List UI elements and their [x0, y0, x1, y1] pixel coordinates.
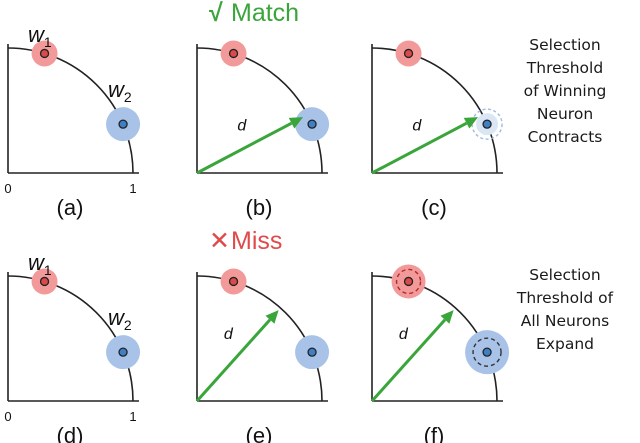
panel-caption: (f) — [424, 423, 445, 443]
w1-neuron-dot — [403, 276, 414, 287]
axis-one-label: 1 — [129, 409, 136, 424]
panel-d: w1 w2 0 1 (d) — [4, 250, 141, 443]
panel-caption: (c) — [421, 195, 447, 220]
input-vector-arrow — [196, 121, 293, 175]
panel-caption: (a) — [57, 195, 84, 220]
input-vector-arrowhead — [440, 310, 454, 324]
panel-a: w1 w2 0 1 (a) — [4, 22, 141, 220]
w2-neuron-dot — [307, 347, 317, 357]
side-label-bottom: Selection Threshold of All Neurons Expan… — [506, 264, 624, 356]
w1-previous-threshold — [395, 268, 422, 295]
side-label-top-line: Threshold — [526, 59, 604, 77]
side-label-bottom-line: Expand — [536, 335, 594, 353]
panel-caption: (e) — [246, 423, 273, 443]
side-label-bottom-line: Threshold of — [516, 289, 614, 307]
w1-neuron-dot — [403, 48, 414, 59]
w1-label: w1 — [28, 250, 52, 278]
distance-label: d — [399, 326, 409, 343]
input-vector-arrow — [370, 318, 447, 403]
w1-label: w1 — [28, 22, 52, 50]
side-label-bottom-line: Selection — [529, 266, 601, 284]
result-label: Miss — [231, 227, 282, 255]
w2-neuron-dot — [118, 119, 128, 129]
cross-icon: ✕ — [209, 227, 230, 255]
side-label-top-line: of Winning — [523, 82, 607, 100]
unit-arc — [371, 47, 498, 174]
side-label-bottom-line: All Neurons — [520, 312, 610, 330]
w2-subscript: 2 — [124, 317, 132, 333]
side-label-top-line: Selection — [529, 36, 601, 54]
panel-c: d (c) — [371, 40, 503, 220]
result-label: Match — [231, 0, 299, 27]
w1-subscript: 1 — [44, 34, 52, 50]
side-label-top: Selection Threshold of Winning Neuron Co… — [506, 34, 624, 149]
w1-neuron-dot — [39, 276, 50, 287]
panel-caption: (b) — [246, 195, 273, 220]
distance-label: d — [237, 117, 247, 134]
w2-subscript: 2 — [124, 89, 132, 105]
axis-one-label: 1 — [129, 181, 136, 196]
w2-label: w2 — [108, 305, 132, 333]
side-label-top-line: Contracts — [527, 128, 603, 146]
axis-zero-label: 0 — [4, 181, 11, 196]
input-vector-arrow — [195, 318, 272, 403]
w2-neuron-dot — [307, 119, 317, 129]
w2-neuron-dot — [118, 347, 128, 357]
w2-label: w2 — [108, 77, 132, 105]
input-vector-arrowhead — [265, 310, 279, 324]
w2-previous-threshold — [472, 337, 502, 367]
w1-subscript: 1 — [44, 262, 52, 278]
w1-neuron-dot — [228, 48, 239, 59]
panel-b: d √ Match (b) — [196, 0, 330, 220]
axis-zero-label: 0 — [4, 409, 11, 424]
w1-neuron-dot — [39, 48, 50, 59]
input-vector-arrowhead — [463, 117, 479, 129]
side-label-top-line: Neuron — [536, 105, 594, 123]
panel-e: d ✕Miss (e) — [195, 227, 330, 443]
check-icon: √ — [209, 0, 223, 27]
w2-neuron-dot — [482, 347, 492, 357]
distance-label: d — [412, 117, 422, 134]
panel-caption: (d) — [57, 423, 84, 443]
w1-neuron-dot — [228, 276, 239, 287]
w2-neuron-dot — [482, 119, 492, 129]
distance-label: d — [224, 326, 234, 343]
input-vector-arrow — [371, 121, 468, 175]
input-vector-arrowhead — [288, 117, 304, 129]
panel-f: d (f) — [370, 264, 510, 443]
